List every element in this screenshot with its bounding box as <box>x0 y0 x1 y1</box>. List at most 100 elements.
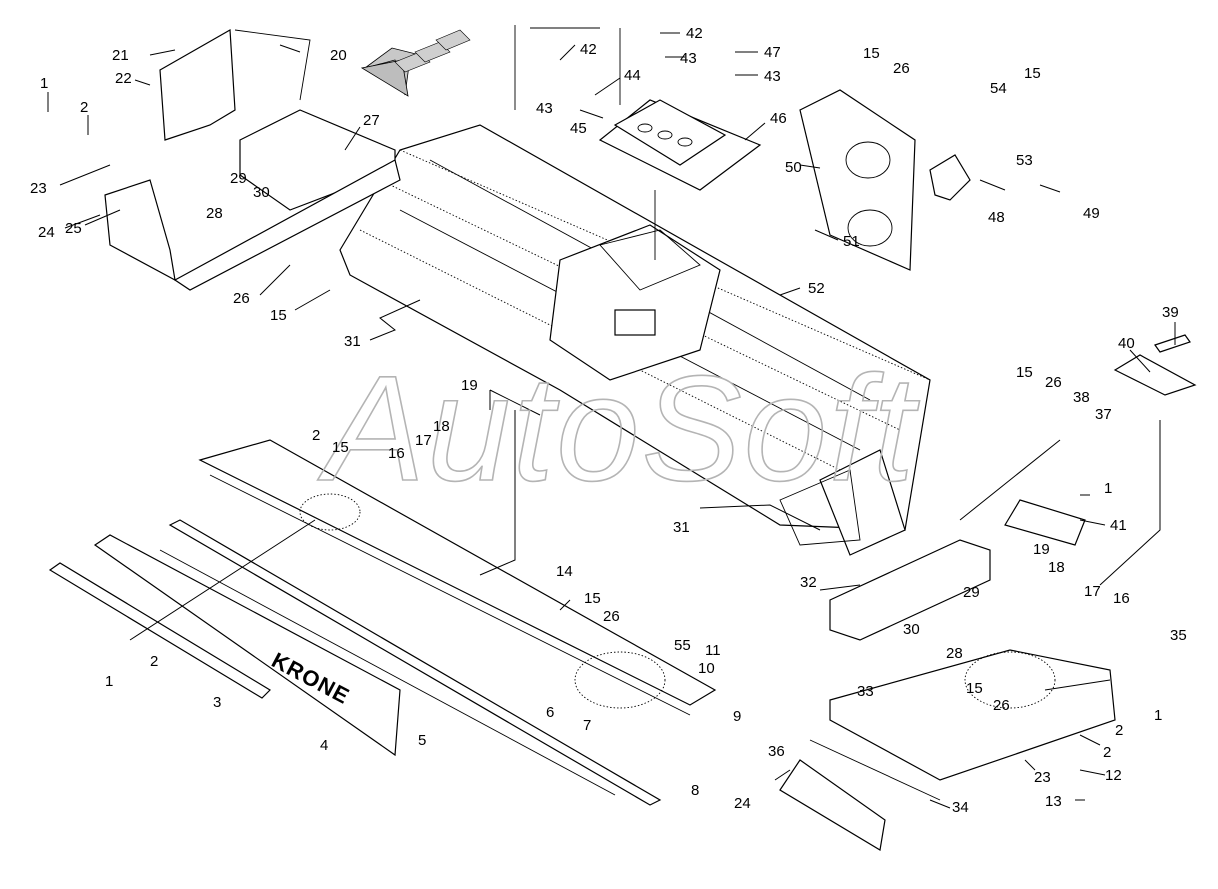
callout: 2 <box>1115 722 1123 739</box>
callout: 51 <box>843 233 860 250</box>
callout: 14 <box>556 563 573 580</box>
detail-circle <box>574 651 666 709</box>
callout: 21 <box>112 47 129 64</box>
detail-circle <box>299 493 361 531</box>
callout: 26 <box>993 697 1010 714</box>
callout: 27 <box>363 112 380 129</box>
callout: 28 <box>206 205 223 222</box>
callout: 52 <box>808 280 825 297</box>
callout: 49 <box>1083 205 1100 222</box>
callout: 16 <box>1113 590 1130 607</box>
callout: 19 <box>1033 541 1050 558</box>
callout: 32 <box>800 574 817 591</box>
callout: 18 <box>433 418 450 435</box>
right-shield <box>799 89 971 271</box>
callout: 10 <box>698 660 715 677</box>
rear-assembly <box>779 334 1197 851</box>
callout: 33 <box>857 683 874 700</box>
callout: 54 <box>990 80 1007 97</box>
callout: 15 <box>1024 65 1041 82</box>
callout: 26 <box>233 290 250 307</box>
callout: 26 <box>1045 374 1062 391</box>
callout: 38 <box>1073 389 1090 406</box>
callout: 9 <box>733 708 741 725</box>
callout: 24 <box>38 224 55 241</box>
front-beam-assembly: KRONE <box>48 439 717 806</box>
callout: 5 <box>418 732 426 749</box>
callout: 50 <box>785 159 802 176</box>
callout: 30 <box>253 184 270 201</box>
callout: 15 <box>1016 364 1033 381</box>
callout: 13 <box>1045 793 1062 810</box>
callout: 1 <box>40 75 48 92</box>
callout: 31 <box>344 333 361 350</box>
callout: 2 <box>1103 744 1111 761</box>
callout: 41 <box>1110 517 1127 534</box>
callout: 34 <box>952 799 969 816</box>
callout: 2 <box>150 653 158 670</box>
callout: 23 <box>30 180 47 197</box>
callout: 3 <box>213 694 221 711</box>
main-housing <box>339 124 931 556</box>
callout-labels: 1 2 21 22 20 23 24 25 27 29 30 28 26 15 … <box>30 25 1187 816</box>
callout: 2 <box>312 427 320 444</box>
callout: 1 <box>1154 707 1162 724</box>
callout: 31 <box>673 519 690 536</box>
watermark-text: AutoSoft <box>317 344 920 512</box>
callout: 22 <box>115 70 132 87</box>
callout: 26 <box>893 60 910 77</box>
callout: 15 <box>863 45 880 62</box>
callout: 55 <box>674 637 691 654</box>
callout: 6 <box>546 704 554 721</box>
callout: 1 <box>105 673 113 690</box>
callout: 42 <box>580 41 597 58</box>
callout: 30 <box>903 621 920 638</box>
callout: 43 <box>764 68 781 85</box>
callout: 25 <box>65 220 82 237</box>
callout: 15 <box>332 439 349 456</box>
callout: 35 <box>1170 627 1187 644</box>
left-guard <box>104 29 401 291</box>
callout: 19 <box>461 377 478 394</box>
callout: 2 <box>80 99 88 116</box>
callout: 4 <box>320 737 328 754</box>
callout: 48 <box>988 209 1005 226</box>
callout: 42 <box>686 25 703 42</box>
callout: 45 <box>570 120 587 137</box>
callout: 26 <box>603 608 620 625</box>
callout: 15 <box>270 307 287 324</box>
callout: 37 <box>1095 406 1112 423</box>
callout: 47 <box>764 44 781 61</box>
callout: 8 <box>691 782 699 799</box>
leader-lines <box>47 32 1176 809</box>
callout: 23 <box>1034 769 1051 786</box>
callout: 43 <box>536 100 553 117</box>
callout: 18 <box>1048 559 1065 576</box>
callout: 17 <box>1084 583 1101 600</box>
callout: 24 <box>734 795 751 812</box>
callout: 12 <box>1105 767 1122 784</box>
callout: 7 <box>583 717 591 734</box>
callout: 15 <box>966 680 983 697</box>
callout: 29 <box>963 584 980 601</box>
detail-circle <box>964 651 1056 709</box>
callout: 29 <box>230 170 247 187</box>
callout: 16 <box>388 445 405 462</box>
callout: 20 <box>330 47 347 64</box>
callout: 40 <box>1118 335 1135 352</box>
callout: 43 <box>680 50 697 67</box>
callout: 28 <box>946 645 963 662</box>
callout: 44 <box>624 67 641 84</box>
callout: 46 <box>770 110 787 127</box>
direction-arrow <box>360 29 471 97</box>
callout: 36 <box>768 743 785 760</box>
callout: 39 <box>1162 304 1179 321</box>
callout: 17 <box>415 432 432 449</box>
gearbox-cover <box>514 25 762 260</box>
callout: 11 <box>705 642 721 659</box>
callout: 53 <box>1016 152 1033 169</box>
callout: 1 <box>1104 480 1112 497</box>
callout: 15 <box>584 590 601 607</box>
